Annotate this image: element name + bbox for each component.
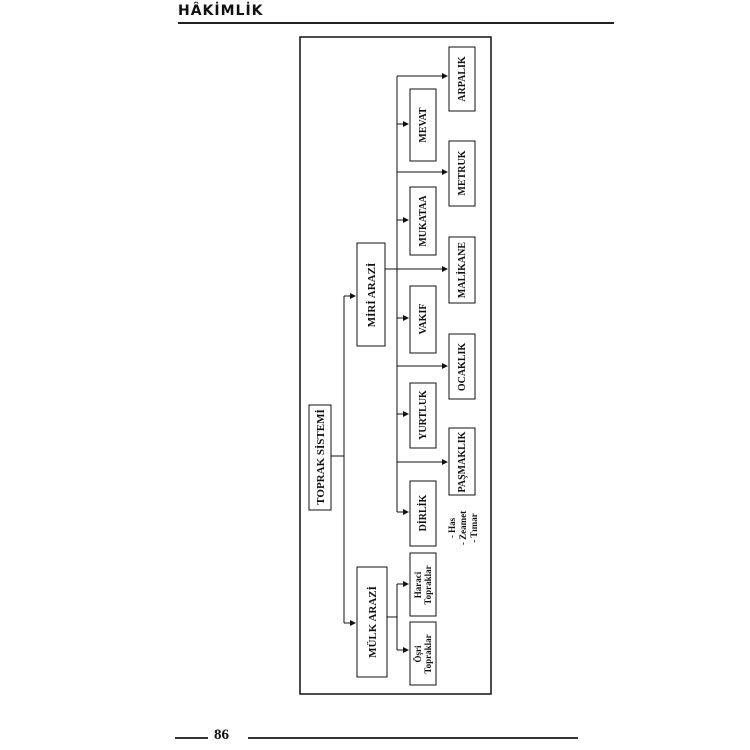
node-mevat: MEVAT <box>409 88 437 162</box>
node-haraci-label-line1: Haracî <box>413 571 423 598</box>
dirlik-list: - Has - Zeamet - Tımar <box>447 511 479 545</box>
node-metruk: METRUK <box>448 140 476 207</box>
node-vakif-label: VAKIF <box>418 304 429 335</box>
node-pasmaklik: PAŞMAKLIK <box>448 427 476 496</box>
node-pasmaklik-label: PAŞMAKLIK <box>457 431 468 492</box>
diagram-frame <box>299 36 492 695</box>
node-ocaklik: OCAKLIK <box>448 333 476 400</box>
node-arpalik: ARPALIK <box>448 46 476 112</box>
node-miri-arazi: MİRİ ARAZİ <box>356 242 386 347</box>
node-osri-topraklar: Öşri Topraklar <box>409 621 437 686</box>
page-header-title: HÂKİMLİK <box>178 3 264 19</box>
node-toprak-sistemi-label: TOPRAK SİSTEMİ <box>315 409 327 504</box>
dirlik-list-has: - Has <box>447 517 457 538</box>
node-mulk-arazi: MÜLK ARAZİ <box>356 566 388 678</box>
dirlik-list-zeamet: - Zeamet <box>458 511 468 545</box>
node-miri-arazi-label: MİRİ ARAZİ <box>366 263 378 327</box>
connector-lines <box>331 73 448 653</box>
node-malikane: MALİKANE <box>448 236 476 304</box>
page-number: 86 <box>214 727 229 743</box>
node-haraci-label-line2: Topraklar <box>423 565 433 604</box>
node-yurtluk-label: YURTLUK <box>418 390 429 440</box>
dirlik-list-timar: - Tımar <box>469 513 479 543</box>
node-ocaklik-label: OCAKLIK <box>457 343 468 392</box>
node-osri-label-line2: Topraklar <box>423 634 433 673</box>
node-mevat-label: MEVAT <box>418 107 429 143</box>
node-haraci-topraklar: Haracî Topraklar <box>409 552 437 617</box>
node-malikane-label: MALİKANE <box>456 242 468 298</box>
node-dirlik-label: DİRLİK <box>417 494 429 531</box>
node-mulk-arazi-label: MÜLK ARAZİ <box>366 586 379 658</box>
node-yurtluk: YURTLUK <box>409 382 437 449</box>
node-vakif: VAKIF <box>409 285 437 354</box>
node-toprak-sistemi: TOPRAK SİSTEMİ <box>308 404 332 511</box>
node-metruk-label: METRUK <box>457 150 468 195</box>
footer-rule-left <box>175 737 208 739</box>
node-mukataa: MUKATAA <box>409 186 437 256</box>
node-arpalik-label: ARPALIK <box>457 56 468 102</box>
footer-rule-right <box>248 737 578 739</box>
node-dirlik: DİRLİK <box>409 480 437 547</box>
node-mukataa-label: MUKATAA <box>418 195 429 247</box>
header-rule <box>178 22 614 24</box>
node-osri-label-line1: Öşri <box>413 645 423 662</box>
